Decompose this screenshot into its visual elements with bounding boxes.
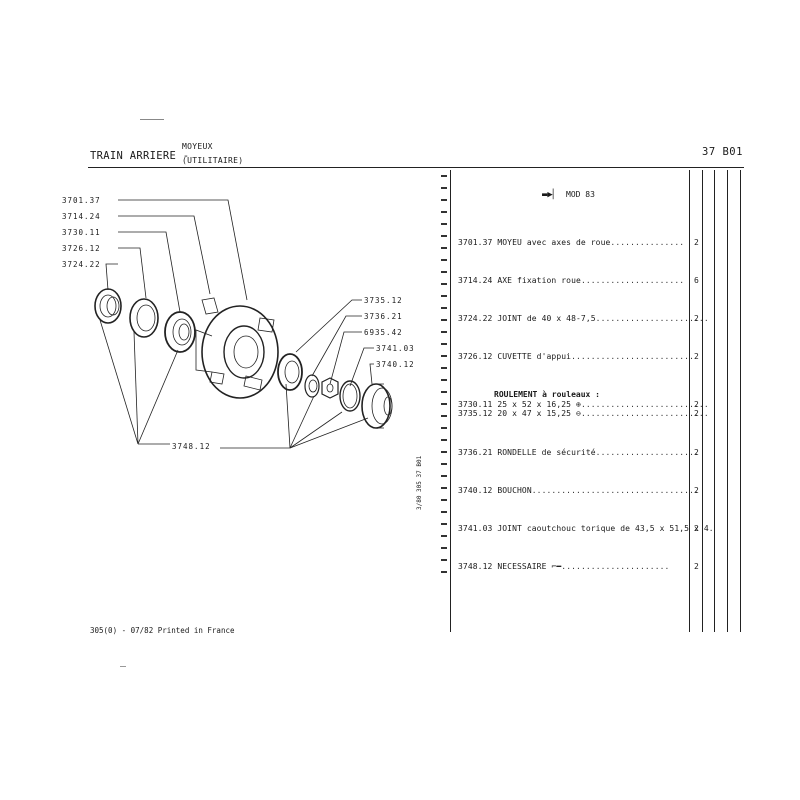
list-item: 3741.03 JOINT caoutchouc torique de 43,5…: [458, 524, 714, 533]
callout-label: 3741.03: [376, 344, 415, 353]
callout-label: 3748.12: [172, 442, 211, 451]
qty-value: 2: [694, 352, 699, 361]
qty-value: 2: [694, 486, 699, 495]
list-item: 3736.21 RONDELLE de sécurité............…: [458, 448, 699, 457]
list-item: 3730.11 25 x 52 x 16,25 ⊕...............…: [458, 400, 709, 409]
footer-mark: [120, 666, 126, 667]
callout-label: 3730.11: [62, 228, 101, 237]
footer-text: 305(0) - 07/82 Printed in France: [90, 626, 235, 635]
callout-label: 3724.22: [62, 260, 101, 269]
model-marker: MOD 83: [566, 190, 595, 199]
qty-value: 2: [694, 409, 699, 418]
list-item: 3714.24 AXE fixation roue...............…: [458, 276, 685, 285]
qty-value: 2: [694, 238, 699, 247]
callout-label: 3735.12: [364, 296, 403, 305]
page-subtitle-moyeux: MOYEUX: [182, 142, 213, 151]
list-item: 3735.12 20 x 47 x 15,25 ⊖...............…: [458, 409, 709, 418]
table-col-2: [714, 170, 715, 632]
callout-label: 3736.21: [364, 312, 403, 321]
qty-value: 2: [694, 400, 699, 409]
margin-ticks: [441, 175, 447, 575]
qty-value: 6: [694, 276, 699, 285]
list-item: 3748.12 NECESSAIRE ⌐━...................…: [458, 562, 670, 571]
table-left-border: [450, 170, 451, 632]
list-item: 3701.37 MOYEU avec axes de roue.........…: [458, 238, 685, 247]
bearing-icon: ⊕: [576, 400, 581, 409]
bearing-icon: ⊖: [576, 409, 581, 418]
callout-label: 3726.12: [62, 244, 101, 253]
qty-value: 2: [694, 524, 699, 533]
kit-icon: ⌐━: [551, 562, 562, 571]
page-title: TRAIN ARRIERE -: [90, 150, 190, 162]
qty-value: 2: [694, 314, 699, 323]
list-item: 3724.22 JOINT de 40 x 48-7,5............…: [458, 314, 709, 323]
table-col-4: [740, 170, 741, 632]
table-col-3: [727, 170, 728, 632]
qty-value: 2: [694, 562, 699, 571]
page-reference: 37 B01: [702, 146, 743, 158]
list-item: 3726.12 CUVETTE d'appui.................…: [458, 352, 695, 361]
table-col-1: [702, 170, 703, 632]
qty-value: 2: [694, 448, 699, 457]
table-qty-border: [689, 170, 690, 632]
model-arrow-icon: ▬▶▏: [542, 190, 559, 200]
header-top-rule: [140, 119, 164, 120]
page-subtitle-utilitaire: (UTILITAIRE): [182, 156, 244, 165]
callout-label: 3740.12: [376, 360, 415, 369]
callout-label: 3701.37: [62, 196, 101, 205]
list-item: 3740.12 BOUCHON.........................…: [458, 486, 699, 495]
header-rule: [88, 167, 744, 168]
bearing-heading: ROULEMENT à rouleaux :: [494, 390, 600, 399]
callout-label: 3714.24: [62, 212, 101, 221]
callout-label: 6935.42: [364, 328, 403, 337]
